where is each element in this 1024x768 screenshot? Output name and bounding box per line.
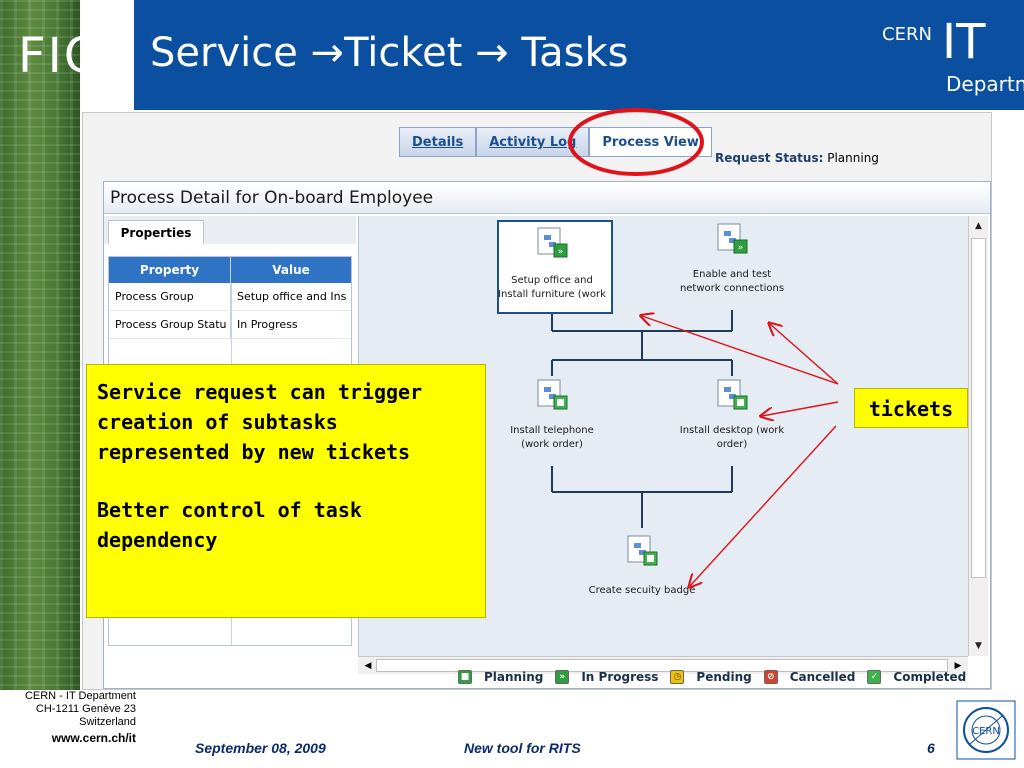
selected-node-highlight [497, 220, 613, 314]
legend-item-completed: ✓ Completed [867, 670, 966, 684]
request-status: Request Status: Planning [715, 151, 879, 165]
request-status-value: Planning [827, 151, 879, 165]
legend-item-pending: ◷ Pending [670, 670, 752, 684]
slide-header [134, 0, 1024, 110]
node-label: Enable and test network connections [679, 269, 785, 294]
footer-date: September 08, 2009 [195, 740, 326, 756]
tab-details[interactable]: Details [399, 127, 477, 157]
node-label: Create secuity badge [588, 585, 696, 596]
callout-text-dependency: Better control of task dependency [97, 498, 362, 552]
pending-clock-icon: ◷ [670, 670, 685, 684]
task-icon [716, 378, 748, 414]
svg-text:»: » [738, 243, 744, 253]
callout-text-subtasks: Service request can trigger creation of … [97, 380, 423, 464]
workflow-node-network[interactable]: » Enable and test network connections [672, 220, 792, 310]
scroll-up-arrow-icon[interactable]: ▲ [975, 221, 982, 231]
workflow-node-security-badge[interactable]: Create secuity badge [582, 528, 702, 618]
footer-title: New tool for RITS [464, 740, 581, 756]
tab-bar: Details Activity Log Process View [399, 127, 712, 157]
legend-item-in-progress: » In Progress [555, 670, 658, 684]
task-icon [626, 534, 658, 570]
cern-it-department-logo: CERN IT Department [882, 14, 1024, 108]
table-cell-value: In Progress [237, 318, 298, 331]
legend-item-planning: ■ Planning [458, 670, 543, 684]
scroll-down-arrow-icon[interactable]: ▼ [975, 641, 982, 651]
logo-it-text: IT [942, 14, 986, 70]
annotation-callout: Service request can trigger creation of … [86, 364, 486, 618]
node-label: Install telephone (work order) [510, 425, 594, 450]
cancelled-icon: ⊘ [763, 670, 778, 684]
legend-item-cancelled: ⊘ Cancelled [763, 670, 855, 684]
request-status-label: Request Status: [715, 151, 824, 165]
status-legend: ■ Planning » In Progress ◷ Pending ⊘ Can… [458, 666, 978, 688]
scrollbar-thumb[interactable] [376, 659, 948, 672]
logo-department-text: Department [946, 72, 1024, 96]
in-progress-icon: » [555, 670, 570, 684]
table-cell-property: Process Group Statu [109, 311, 231, 338]
completed-check-icon: ✓ [867, 670, 882, 684]
svg-text:CERN: CERN [972, 726, 1000, 737]
table-cell-property: Process Group [109, 283, 231, 310]
scroll-left-arrow-icon[interactable]: ◀ [364, 661, 372, 671]
column-header-property[interactable]: Property [109, 257, 231, 283]
horizontal-scrollbar[interactable]: ◀ ▶ [358, 656, 968, 674]
address-line: CERN - IT Department [24, 690, 136, 702]
logo-cern-text: CERN [882, 24, 932, 45]
fio-logo: FIO [18, 28, 104, 84]
footer-url-link[interactable]: www.cern.ch/it [51, 731, 136, 745]
table-row[interactable]: Process Group Statu In Progress [109, 311, 351, 339]
process-detail-title: Process Detail for On-board Employee [104, 182, 990, 214]
svg-text:»: » [558, 247, 564, 257]
vertical-scrollbar[interactable]: ▲ ▼ [968, 216, 988, 656]
workflow-node-setup-office[interactable]: » Setup office and Install furniture (wo… [492, 224, 612, 314]
node-label: Setup office and Install furniture (work [498, 275, 606, 300]
slide-title: Service →Ticket → Tasks [150, 30, 629, 76]
planning-icon: ■ [458, 670, 472, 684]
tab-process-view[interactable]: Process View [589, 127, 712, 157]
table-cell-value: Setup office and Ins [237, 290, 347, 303]
node-label: Install desktop (work order) [679, 425, 785, 450]
footer-address: CERN - IT Department CH-1211 Genève 23 S… [0, 690, 136, 745]
table-row[interactable]: Process Group Setup office and Ins [109, 283, 351, 311]
column-header-value[interactable]: Value [272, 263, 310, 277]
task-icon [536, 378, 568, 414]
task-icon: » [716, 222, 748, 258]
scroll-right-arrow-icon[interactable]: ▶ [954, 661, 962, 671]
address-line: CH-1211 Genève 23 [35, 703, 136, 715]
tickets-label: tickets [854, 388, 968, 428]
tab-properties[interactable]: Properties [108, 220, 204, 244]
task-icon: » [536, 226, 568, 262]
address-line: Switzerland [79, 716, 136, 728]
page-number: 6 [927, 740, 935, 756]
app-screenshot: Details Activity Log Process View Reques… [82, 112, 992, 690]
scrollbar-thumb[interactable] [971, 238, 986, 578]
properties-tab-strip: Properties [104, 216, 356, 244]
properties-table-header: Property Value [109, 257, 351, 283]
tab-activity-log[interactable]: Activity Log [476, 127, 590, 157]
decorative-green-strip [0, 0, 80, 690]
workflow-node-desktop[interactable]: Install desktop (work order) [672, 376, 792, 466]
workflow-node-telephone[interactable]: Install telephone (work order) [492, 376, 612, 466]
cern-logo-icon: CERN [956, 700, 1016, 760]
